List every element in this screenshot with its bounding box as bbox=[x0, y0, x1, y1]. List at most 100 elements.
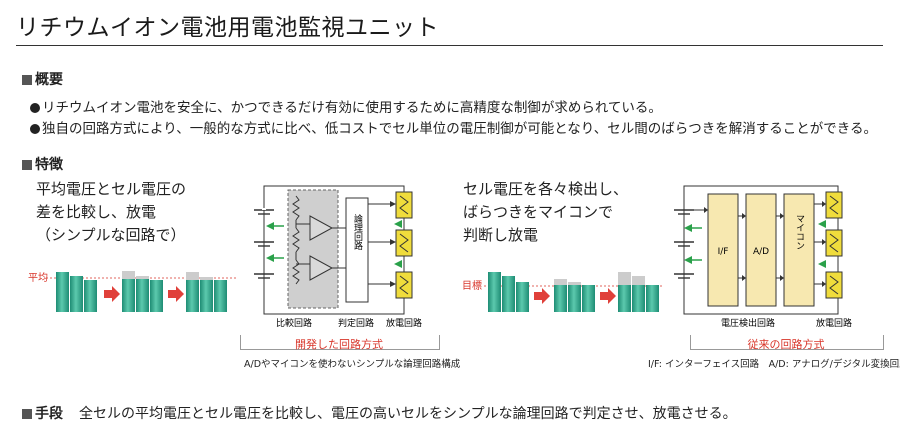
battery-cell bbox=[122, 279, 135, 312]
battery-cell bbox=[516, 282, 529, 312]
overview-bullet-text: リチウムイオン電池を安全に、かつできるだけ有効に使用するために高精度な制御が求め… bbox=[42, 100, 662, 116]
developed-note: A/Dやマイコンを使わないシンプルな論理回路構成 bbox=[244, 359, 461, 370]
discharged-portion bbox=[568, 282, 581, 285]
voltage-detection-label: 電圧検出回路 bbox=[721, 317, 775, 329]
square-bullet-icon bbox=[22, 409, 32, 419]
interface-block bbox=[707, 193, 739, 307]
comparison-circuit-label: 比較回路 bbox=[276, 317, 312, 329]
features-heading: 特徴 bbox=[22, 154, 63, 174]
battery-cell bbox=[150, 280, 163, 312]
arrow-left-green-icon bbox=[818, 220, 826, 228]
battery-cell bbox=[632, 285, 645, 312]
desc-line: 平均電圧とセル電圧の bbox=[36, 180, 187, 198]
battery-gap bbox=[262, 208, 266, 210]
arrow-left-green-icon bbox=[394, 220, 402, 228]
discharge-circuit-label: 放電回路 bbox=[816, 317, 852, 329]
logic-circuit-block bbox=[345, 197, 369, 303]
developed-caption: 開発した回路方式 bbox=[295, 338, 383, 351]
battery-cell bbox=[488, 272, 501, 312]
arrow-right-icon bbox=[704, 207, 708, 213]
arrow-right-icon bbox=[390, 201, 396, 207]
arrow-left-green-icon bbox=[684, 224, 692, 232]
page-title: リチウムイオン電池用電池監視ユニット bbox=[16, 15, 439, 41]
microcontroller-block-label: マイコン bbox=[794, 214, 805, 250]
arrow-right-icon bbox=[822, 239, 826, 245]
means-text: 全セルの平均電圧とセル電圧を比較し、電圧の高いセルをシンプルな論理回路で判定させ… bbox=[79, 406, 737, 422]
bullet-dot-icon bbox=[30, 124, 40, 134]
conventional-circuit-diagram: I/F A/D マイコン 電圧検出回路 放電回路 bbox=[674, 185, 852, 329]
average-level-label: 平均 bbox=[28, 272, 48, 284]
right-balancing-illustration: 目標 bbox=[462, 272, 662, 312]
battery-cell bbox=[214, 280, 227, 312]
resistor-icon bbox=[292, 195, 300, 221]
microcontroller-block bbox=[783, 193, 815, 307]
left-description: 平均電圧とセル電圧の 差を比較し、放電 （シンプルな回路で） bbox=[36, 178, 186, 247]
battery-cell bbox=[56, 272, 69, 312]
arrow-left-green-icon bbox=[818, 260, 826, 268]
means-heading: 手段 bbox=[35, 406, 63, 422]
conventional-caption: 従来の回路方式 bbox=[747, 338, 825, 351]
logic-circuit-label: 論理回路 bbox=[352, 213, 363, 251]
arrow-right-icon bbox=[822, 201, 826, 207]
right-description: セル電圧を各々検出し、 ばらつきをマイコンで 判断し放電 bbox=[463, 178, 628, 247]
arrow-right-icon bbox=[390, 281, 396, 287]
arrow-left-green-icon bbox=[266, 222, 274, 230]
battery-cell bbox=[200, 280, 213, 312]
arrow-right-icon bbox=[780, 213, 784, 219]
battery-cell bbox=[84, 280, 97, 312]
arrow-right-icon bbox=[390, 239, 396, 245]
features-heading-text: 特徴 bbox=[35, 157, 63, 173]
arrow-left-green-icon bbox=[266, 254, 274, 262]
discharged-portion bbox=[618, 272, 631, 285]
interface-block-label: I/F bbox=[718, 247, 729, 257]
battery-cell bbox=[136, 279, 149, 312]
discharge-circuit-label: 放電回路 bbox=[386, 317, 422, 329]
comparator-region bbox=[287, 189, 339, 309]
arrow-right-icon bbox=[780, 275, 784, 281]
arrow-right-icon bbox=[822, 281, 826, 287]
battery-cell bbox=[186, 280, 199, 312]
arrow-right-icon bbox=[742, 275, 746, 281]
battery-cell bbox=[582, 285, 595, 312]
battery-cell bbox=[646, 285, 659, 312]
arrow-right-icon bbox=[104, 286, 120, 302]
arrow-left-green-icon bbox=[394, 260, 402, 268]
left-balancing-illustration: 平均 bbox=[28, 271, 238, 312]
battery-cell bbox=[70, 276, 83, 312]
arrow-right-icon bbox=[600, 288, 616, 304]
discharged-portion bbox=[136, 276, 149, 279]
overview-bullet: 独自の回路方式により、一般的な方式に比べ、低コストでセル単位の電圧制御が可能とな… bbox=[30, 117, 877, 137]
conventional-caption-box bbox=[690, 335, 884, 350]
discharged-portion bbox=[186, 272, 199, 280]
target-level-label: 目標 bbox=[462, 279, 482, 292]
discharged-portion bbox=[200, 277, 213, 280]
ad-block-label: A/D bbox=[753, 247, 769, 257]
desc-line: ばらつきをマイコンで bbox=[463, 203, 614, 221]
square-bullet-icon bbox=[22, 160, 32, 170]
desc-line: セル電圧を各々検出し、 bbox=[463, 180, 629, 198]
conventional-note: I/F: インターフェイス回路 A/D: アナログ/デジタル変換回路 bbox=[648, 359, 900, 370]
battery-cell bbox=[502, 276, 515, 312]
battery-cell bbox=[554, 285, 567, 312]
arrow-right-icon bbox=[534, 288, 550, 304]
developed-circuit-diagram: 論理回路 比較回路 判定回路 放電回路 bbox=[254, 185, 422, 329]
discharged-portion bbox=[632, 276, 645, 285]
discharged-portion bbox=[122, 271, 135, 279]
title-underline bbox=[16, 45, 883, 46]
arrow-right-icon bbox=[168, 286, 184, 302]
desc-line: （シンプルな回路で） bbox=[36, 226, 186, 244]
square-bullet-icon bbox=[22, 75, 32, 85]
overview-bullet-text: 独自の回路方式により、一般的な方式に比べ、低コストでセル単位の電圧制御が可能とな… bbox=[42, 121, 877, 137]
comparator-icon bbox=[309, 215, 334, 241]
ad-block bbox=[745, 193, 777, 307]
arrow-left-green-icon bbox=[684, 256, 692, 264]
comparator-icon bbox=[309, 255, 334, 281]
overview-heading: 概要 bbox=[22, 69, 63, 89]
desc-line: 判断し放電 bbox=[463, 226, 539, 244]
battery-stack bbox=[674, 209, 694, 279]
judgment-circuit-label: 判定回路 bbox=[338, 317, 374, 329]
means-line: 手段全セルの平均電圧とセル電圧を比較し、電圧の高いセルをシンプルな論理回路で判定… bbox=[22, 403, 737, 423]
bullet-dot-icon bbox=[30, 103, 40, 113]
overview-bullet: リチウムイオン電池を安全に、かつできるだけ有効に使用するために高精度な制御が求め… bbox=[30, 96, 662, 116]
arrow-right-icon bbox=[742, 213, 746, 219]
